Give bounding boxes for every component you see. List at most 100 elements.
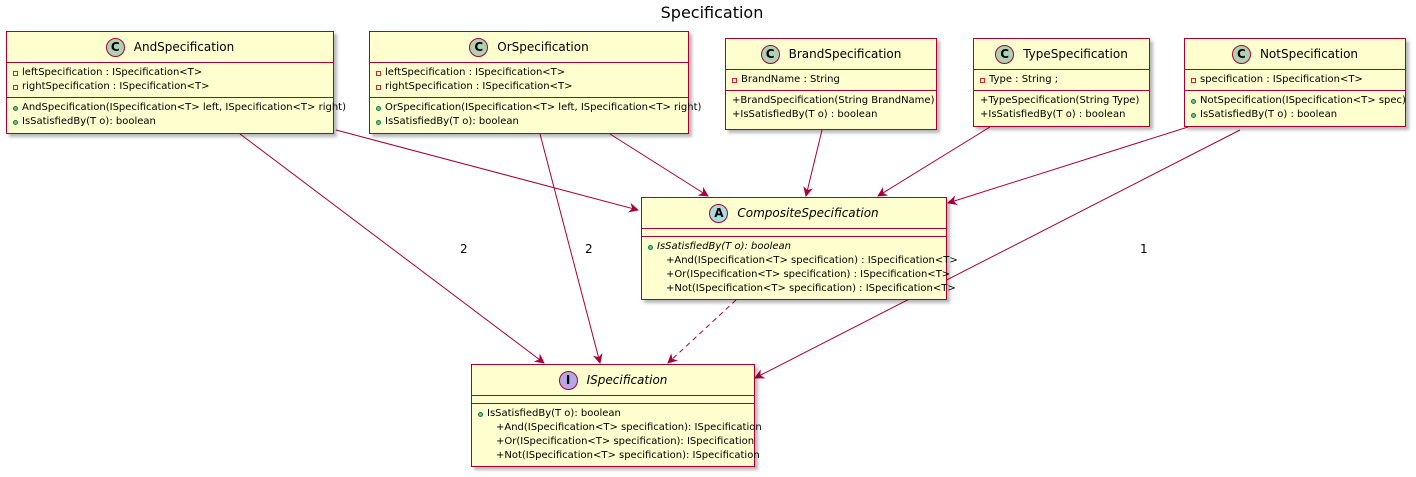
method-text: +IsSatisfiedBy(T o) : boolean [980, 109, 1126, 120]
private-visibility-icon [732, 77, 737, 83]
method-row: +BrandSpecification(String BrandName) [732, 94, 934, 108]
multiplicity-or: 2 [585, 242, 593, 256]
method-text: +TypeSpecification(String Type) [980, 95, 1140, 106]
class-badge-icon: C [105, 37, 125, 57]
attribute-section: leftSpecification : ISpecification<T> rig… [370, 63, 688, 98]
private-visibility-icon [1191, 77, 1196, 83]
attribute-text: rightSpecification : ISpecification<T> [385, 81, 573, 92]
attribute-text: specification : ISpecification<T> [1200, 74, 1363, 85]
class-name: CompositeSpecification [737, 206, 879, 220]
method-row: IsSatisfiedBy(T o): boolean [648, 240, 940, 254]
class-not-specification[interactable]: C NotSpecification specification : ISpecif… [1184, 38, 1406, 127]
class-name: ISpecification [586, 373, 668, 387]
edge-and-to-ispec [239, 133, 545, 364]
private-visibility-icon [376, 84, 381, 90]
attribute-text: Type : String ; [989, 74, 1059, 85]
class-name: OrSpecification [497, 40, 589, 54]
method-text: IsSatisfiedBy(T o): boolean [487, 408, 621, 419]
multiplicity-not: 1 [1140, 242, 1148, 256]
method-text: AndSpecification(ISpecification<T> left,… [22, 102, 346, 113]
method-text: +Or(ISpecification<T> specification): IS… [496, 436, 755, 447]
attribute-row: BrandName : String [732, 73, 930, 87]
method-row: IsSatisfiedBy(T o): boolean [376, 115, 682, 129]
class-or-specification[interactable]: C OrSpecification leftSpecification : ISpe… [369, 31, 701, 134]
method-text: +And(ISpecification<T> specification) : … [666, 255, 958, 266]
method-text: IsSatisfiedBy(T o) : boolean [1200, 109, 1338, 120]
method-section: IsSatisfiedBy(T o): boolean +And(ISpecifi… [472, 404, 762, 466]
attribute-section [472, 396, 754, 404]
method-text: NotSpecification(ISpecification<T> spec) [1200, 95, 1406, 106]
method-row: +IsSatisfiedBy(T o) : boolean [732, 108, 930, 122]
attribute-section: specification : ISpecification<T> [1185, 70, 1405, 91]
private-visibility-icon [13, 70, 18, 76]
method-row: +Not(ISpecification<T> specification) : … [648, 282, 956, 296]
public-visibility-icon [1191, 112, 1196, 118]
public-visibility-icon [478, 411, 483, 417]
method-row: AndSpecification(ISpecification<T> left,… [13, 101, 346, 115]
method-row: +Not(ISpecification<T> specification): I… [478, 449, 760, 463]
method-text: +IsSatisfiedBy(T o) : boolean [732, 109, 878, 120]
public-visibility-icon [648, 244, 653, 250]
attribute-row: rightSpecification : ISpecification<T> [13, 80, 327, 94]
method-section: +TypeSpecification(String Type) +IsSatisf… [974, 91, 1149, 125]
attribute-row: leftSpecification : ISpecification<T> [376, 66, 682, 80]
method-row: IsSatisfiedBy(T o) : boolean [1191, 108, 1399, 122]
edge-not-to-ispec [754, 129, 1241, 379]
method-section: NotSpecification(ISpecification<T> spec)… [1185, 91, 1406, 125]
private-visibility-icon [13, 84, 18, 90]
class-badge-icon: C [1231, 44, 1251, 64]
class-header: C TypeSpecification [974, 39, 1149, 70]
attribute-text: leftSpecification : ISpecification<T> [22, 67, 203, 78]
method-text: IsSatisfiedBy(T o): boolean [22, 116, 156, 127]
attribute-text: rightSpecification : ISpecification<T> [22, 81, 210, 92]
private-visibility-icon [980, 77, 985, 83]
method-section: AndSpecification(ISpecification<T> left,… [7, 98, 346, 132]
attribute-text: leftSpecification : ISpecification<T> [385, 67, 566, 78]
method-section: OrSpecification(ISpecification<T> left, … [370, 98, 701, 132]
public-visibility-icon [1191, 98, 1196, 104]
method-text: OrSpecification(ISpecification<T> left, … [385, 102, 702, 113]
class-name: NotSpecification [1259, 47, 1359, 61]
method-row: OrSpecification(ISpecification<T> left, … [376, 101, 701, 115]
public-visibility-icon [376, 119, 381, 125]
edge-not-to-composite [947, 126, 1189, 206]
attribute-text: BrandName : String [741, 74, 840, 85]
class-name: TypeSpecification [1023, 47, 1128, 61]
edge-or-to-ispec [539, 133, 603, 364]
class-badge-icon: C [469, 37, 489, 57]
class-badge-icon: C [995, 44, 1015, 64]
class-header: A CompositeSpecification [642, 198, 946, 229]
method-section: IsSatisfiedBy(T o): boolean+And(ISpecifi… [642, 237, 958, 299]
attribute-section [642, 229, 946, 237]
method-section: +BrandSpecification(String BrandName) +Is… [726, 91, 936, 125]
attribute-row: Type : String ; [980, 73, 1143, 87]
class-header: I ISpecification [472, 365, 754, 396]
private-visibility-icon [376, 70, 381, 76]
public-visibility-icon [13, 105, 18, 111]
method-row: NotSpecification(ISpecification<T> spec) [1191, 94, 1406, 108]
class-name: AndSpecification [133, 40, 235, 54]
method-row: +Or(ISpecification<T> specification) : I… [648, 268, 950, 282]
interface-badge-icon: I [558, 370, 578, 390]
abstract-badge-icon: A [709, 203, 729, 223]
method-row: +IsSatisfiedBy(T o) : boolean [980, 108, 1143, 122]
attribute-row: specification : ISpecification<T> [1191, 73, 1399, 87]
attribute-section: Type : String ; [974, 70, 1149, 91]
edge-composite-to-ispec [667, 299, 737, 364]
edge-or-to-composite [609, 133, 709, 197]
attribute-row: leftSpecification : ISpecification<T> [13, 66, 327, 80]
class-header: C OrSpecification [370, 32, 688, 63]
multiplicity-and: 2 [460, 242, 468, 256]
diagram-title: Specification [660, 3, 764, 22]
edge-and-to-composite [335, 129, 639, 213]
edge-type-to-composite [877, 126, 991, 197]
method-row: +Or(ISpecification<T> specification): IS… [478, 435, 754, 449]
method-text: +BrandSpecification(String BrandName) [732, 95, 935, 106]
class-and-specification[interactable]: C AndSpecification leftSpecification : ISp… [6, 31, 346, 134]
method-text: +And(ISpecification<T> specification): I… [496, 422, 762, 433]
